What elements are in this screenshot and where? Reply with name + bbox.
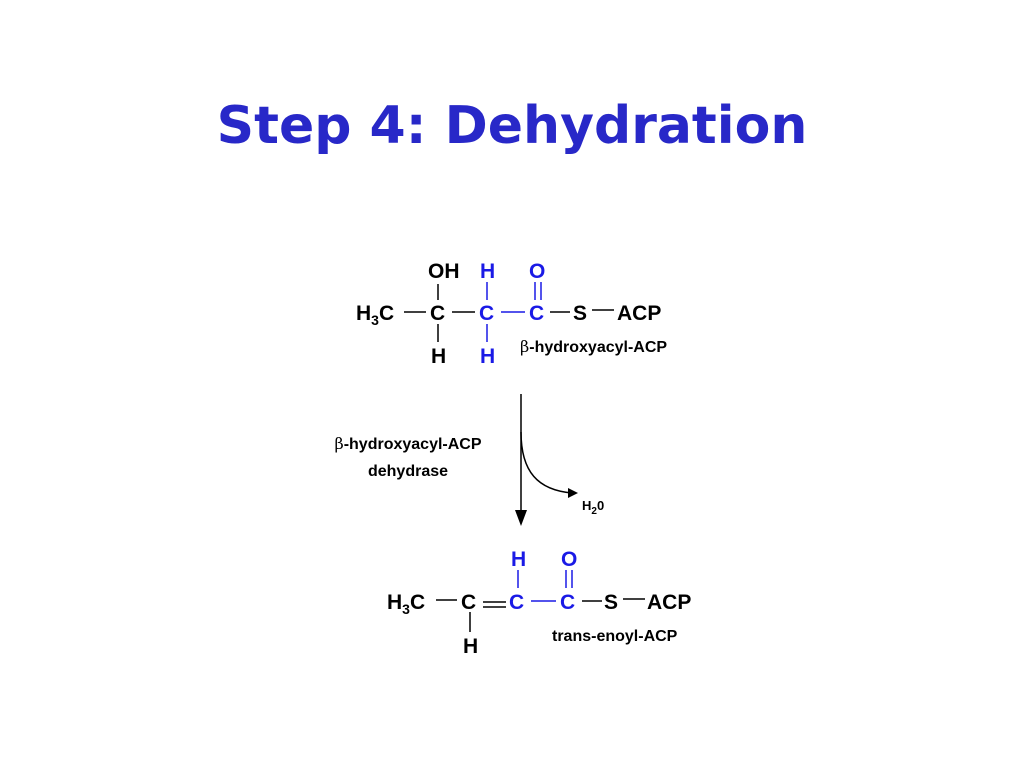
product-acp: ACP — [647, 591, 691, 614]
water-loss-arrowhead-icon — [568, 488, 578, 498]
product-h-alpha-top: H — [511, 548, 526, 571]
product-c-alpha: C — [509, 591, 524, 614]
product-name: trans-enoyl-ACP — [552, 628, 678, 645]
reactant-h-alpha-bottom: H — [480, 345, 495, 368]
reactant-h3c: H3C — [356, 302, 394, 328]
reactant-oh: OH — [428, 260, 460, 283]
product-o-carbonyl: O — [561, 548, 577, 571]
reactant-name: β-hydroxyacyl-ACP — [520, 337, 667, 356]
reactant-c-carbonyl: C — [529, 302, 544, 325]
product-h-beta: H — [463, 635, 478, 658]
main-arrowhead-icon — [515, 510, 527, 526]
product-h3c: H3C — [387, 591, 425, 617]
water-loss-curve — [520, 431, 573, 494]
reactant-acp: ACP — [617, 302, 661, 325]
reactant-s: S — [573, 302, 587, 325]
reactant-o-carbonyl: O — [529, 260, 545, 283]
reactant-h-alpha-top: H — [480, 260, 495, 283]
enzyme-line-1: β-hydroxyacyl-ACP — [334, 434, 481, 453]
product-c-beta: C — [461, 591, 476, 614]
reactant-structure: H3C C OH H C H H C O S ACP β-hydroxyacyl… — [356, 260, 667, 368]
byproduct-water: H20 — [582, 498, 604, 517]
product-s: S — [604, 591, 618, 614]
reaction-arrow — [515, 394, 578, 526]
slide-title: Step 4: Dehydration — [216, 96, 808, 156]
reactant-h-beta: H — [431, 345, 446, 368]
reactant-c-beta: C — [430, 302, 445, 325]
product-structure: H3C C H C H C O S ACP trans-enoyl-ACP — [387, 548, 691, 658]
reactant-c-alpha: C — [479, 302, 494, 325]
enzyme-line-2: dehydrase — [368, 463, 448, 480]
product-c-carbonyl: C — [560, 591, 575, 614]
